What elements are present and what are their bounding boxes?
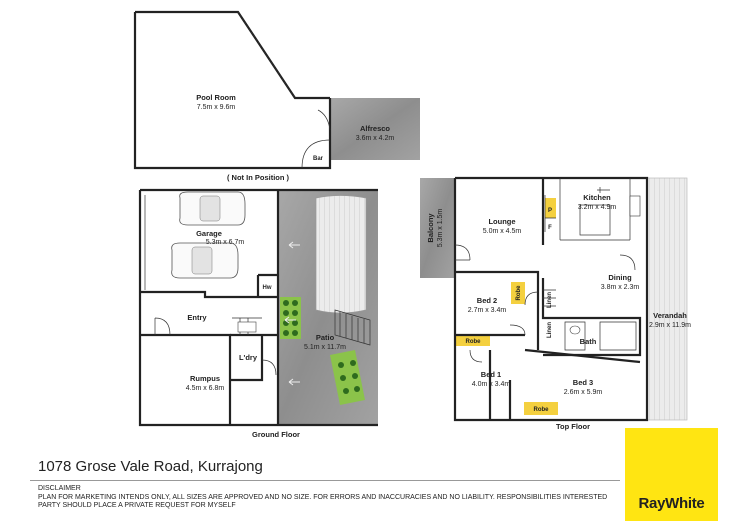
not-in-position-note: ( Not In Position )	[227, 173, 290, 182]
alfresco-label: Alfresco	[360, 124, 390, 133]
lawn-bed-1	[280, 297, 301, 339]
car-icon	[179, 191, 246, 226]
robe-bed2-block	[511, 282, 525, 304]
entry-label: Entry	[187, 313, 207, 322]
garage-dims: 5.3m x 6.7m	[206, 239, 245, 246]
lounge-dims: 5.0m x 4.5m	[483, 228, 522, 235]
bed2-dims: 2.7m x 3.4m	[468, 307, 507, 314]
pool-room-label: Pool Room	[196, 93, 236, 102]
robe-bed1-block	[456, 335, 490, 346]
raywhite-logo: RayWhite	[625, 428, 718, 521]
ground-floor-label: Ground Floor	[252, 430, 300, 439]
kitchen-label: Kitchen	[583, 193, 611, 202]
hw-label: Hw	[263, 285, 272, 291]
verandah-deck	[646, 177, 688, 421]
patio-label: Patio	[316, 333, 335, 342]
top-floor-label: Top Floor	[556, 422, 590, 431]
disclaimer-title: DISCLAIMER	[38, 485, 81, 492]
verandah-dims: 2.9m x 11.9m	[649, 322, 691, 329]
robe-label-bed3: Robe	[534, 407, 550, 413]
robe-label-bed1: Robe	[466, 339, 482, 345]
pool-building: Pool Room 7.5m x 9.6m Alfresco 3.6m x 4.…	[133, 10, 420, 182]
raywhite-logo-text: RayWhite	[638, 495, 705, 512]
bed1-label: Bed 1	[481, 370, 501, 379]
dining-dims: 3.8m x 2.3m	[601, 284, 640, 291]
ground-floor-plan: Garage 5.3m x 6.7m Hw Entry L'dry Rumpus…	[138, 188, 378, 439]
fridge-label: F	[548, 225, 552, 231]
balcony-dims: 5.3m x 1.5m	[437, 209, 444, 248]
bed2-label: Bed 2	[477, 296, 497, 305]
robe-label-bed2: Robe	[516, 285, 522, 301]
kitchen-dims: 3.2m x 4.9m	[578, 204, 617, 211]
top-floor-plan: Balcony 5.3m x 1.5m Lounge 5.0m x 4.5m K…	[420, 176, 691, 431]
bath-label: Bath	[580, 337, 597, 346]
alfresco-dims: 3.6m x 4.2m	[356, 135, 395, 142]
bed3-dims: 2.6m x 5.9m	[564, 389, 603, 396]
robe-bed3-block	[524, 402, 558, 415]
balcony-label: Balcony	[426, 213, 435, 243]
bed3-label: Bed 3	[573, 378, 593, 387]
lounge-label: Lounge	[488, 217, 515, 226]
garage-label: Garage	[196, 229, 222, 238]
pantry-block	[545, 198, 556, 218]
disclaimer: DISCLAIMER PLAN FOR MARKETING INTENDS ON…	[38, 485, 618, 511]
linen-label-1: Linen	[547, 292, 553, 308]
rumpus-label: Rumpus	[190, 374, 220, 383]
divider	[30, 480, 620, 481]
rumpus-dims: 4.5m x 6.8m	[186, 385, 225, 392]
balcony-area	[420, 178, 455, 278]
car-icon	[171, 242, 239, 279]
pool-room-dims: 7.5m x 9.6m	[197, 104, 236, 111]
property-address: 1078 Grose Vale Road, Kurrajong	[38, 458, 263, 475]
alfresco-area	[330, 98, 420, 160]
verandah-label: Verandah	[653, 311, 687, 320]
pantry-label: P	[548, 208, 552, 214]
linen-label-2: Linen	[547, 322, 553, 338]
laundry-label: L'dry	[239, 353, 258, 362]
disclaimer-body: PLAN FOR MARKETING INTENDS ONLY, ALL SIZ…	[38, 493, 608, 510]
bar-label: Bar	[313, 156, 324, 162]
bed1-dims: 4.0m x 3.4m	[472, 381, 511, 388]
patio-dims: 5.1m x 11.7m	[304, 344, 346, 351]
dining-label: Dining	[608, 273, 632, 282]
patio-deck	[315, 195, 367, 314]
